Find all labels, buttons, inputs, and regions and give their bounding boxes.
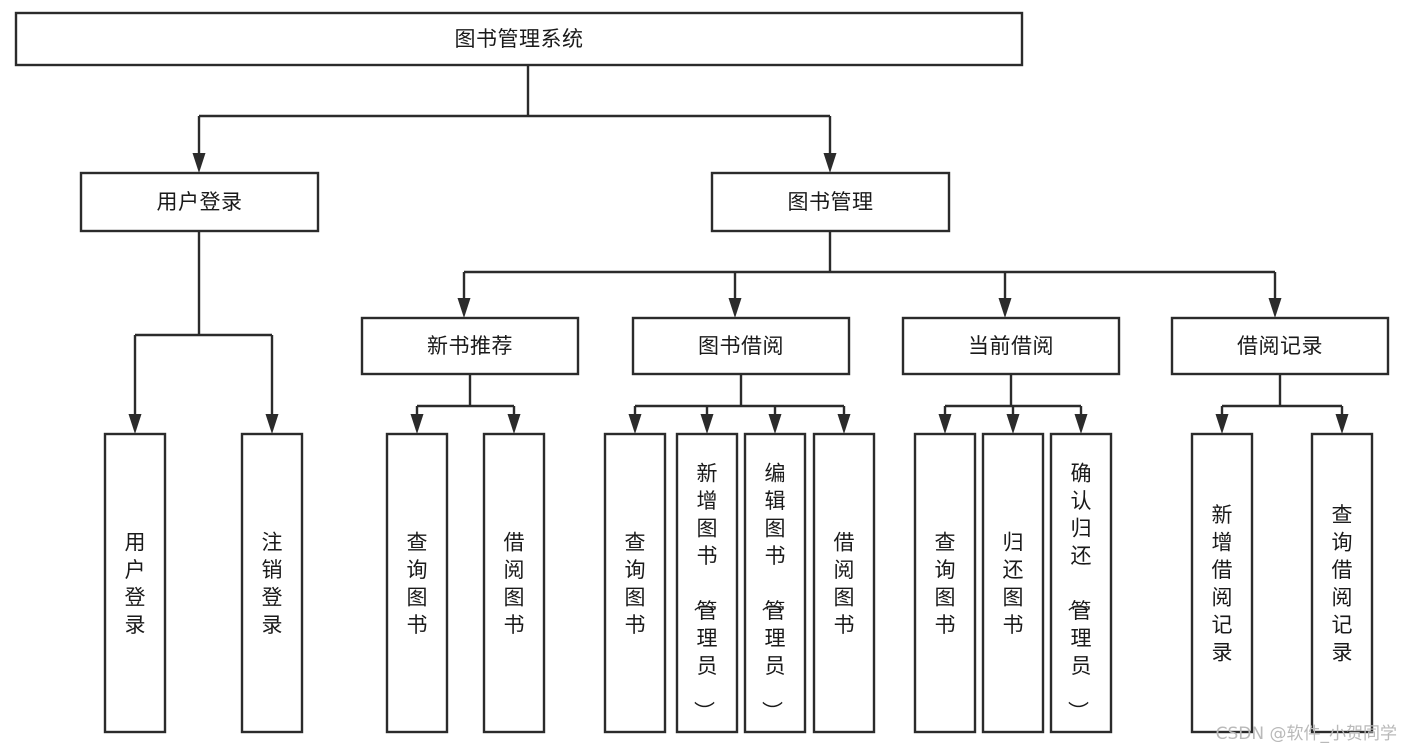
node-label-leaf-query-record: 查询借阅记录 [1332,503,1353,665]
connector-current-borrow [938,374,1088,434]
node-label-leaf-query-book-borrow: 查询图书 [625,530,646,637]
node-book-manage[interactable]: 图书管理 [710,171,951,233]
node-box-leaf-confirm-return[interactable] [1049,432,1113,734]
node-layer: 图书管理系统用户登录图书管理新书推荐图书借阅当前借阅借阅记录用户登录注销登录查询… [14,11,1390,734]
node-box-root[interactable] [14,11,1024,67]
node-box-book-manage[interactable] [710,171,951,233]
node-leaf-query-book-rec[interactable]: 查询图书 [385,432,449,734]
node-label-borrow-record: 借阅记录 [1237,334,1323,358]
connector-book-manage [457,231,1282,318]
node-box-leaf-user-login[interactable] [103,432,167,734]
node-leaf-confirm-return[interactable]: 确认归还（管理员） [1049,432,1113,734]
connector-user-login [128,231,279,434]
connector-borrow-record [1215,374,1349,434]
connector-book-borrow [628,374,851,434]
node-root[interactable]: 图书管理系统 [14,11,1024,67]
node-box-leaf-query-record[interactable] [1310,432,1374,734]
node-leaf-add-record[interactable]: 新增借阅记录 [1190,432,1254,734]
node-box-borrow-record[interactable] [1170,316,1390,376]
node-label-leaf-user-login: 用户登录 [125,530,146,637]
connector-root [192,65,837,173]
node-box-leaf-edit-book[interactable] [743,432,807,734]
node-leaf-logout[interactable]: 注销登录 [240,432,304,734]
node-box-leaf-query-book-borrow[interactable] [603,432,667,734]
node-leaf-borrow-book[interactable]: 借阅图书 [812,432,876,734]
node-label-leaf-borrow-book-rec: 借阅图书 [504,530,525,637]
node-label-book-borrow: 图书借阅 [698,334,784,358]
node-leaf-query-record[interactable]: 查询借阅记录 [1310,432,1374,734]
node-box-current-borrow[interactable] [901,316,1121,376]
node-borrow-record[interactable]: 借阅记录 [1170,316,1390,376]
node-box-leaf-return-book[interactable] [981,432,1045,734]
node-label-leaf-confirm-return: 确认归还（管理员） [1066,462,1092,722]
node-box-leaf-borrow-book-rec[interactable] [482,432,546,734]
node-box-user-login[interactable] [79,171,320,233]
node-label-leaf-query-book-rec: 查询图书 [407,530,428,637]
node-user-login[interactable]: 用户登录 [79,171,320,233]
node-label-root: 图书管理系统 [455,27,584,51]
node-leaf-query-book-cur[interactable]: 查询图书 [913,432,977,734]
node-label-new-book-rec: 新书推荐 [427,334,513,358]
node-book-borrow[interactable]: 图书借阅 [631,316,851,376]
node-leaf-add-book[interactable]: 新增图书（管理员） [675,432,739,734]
node-box-leaf-logout[interactable] [240,432,304,734]
node-leaf-edit-book[interactable]: 编辑图书（管理员） [743,432,807,734]
node-label-leaf-query-book-cur: 查询图书 [935,530,956,637]
node-leaf-borrow-book-rec[interactable]: 借阅图书 [482,432,546,734]
node-box-new-book-rec[interactable] [360,316,580,376]
node-box-leaf-add-record[interactable] [1190,432,1254,734]
connector-new-book-rec [410,374,521,434]
node-box-book-borrow[interactable] [631,316,851,376]
node-label-leaf-borrow-book: 借阅图书 [834,530,855,637]
node-box-leaf-query-book-rec[interactable] [385,432,449,734]
node-label-leaf-return-book: 归还图书 [1003,530,1024,637]
connector-layer [128,65,1349,434]
node-box-leaf-add-book[interactable] [675,432,739,734]
node-label-leaf-add-record: 新增借阅记录 [1212,503,1233,665]
node-leaf-query-book-borrow[interactable]: 查询图书 [603,432,667,734]
node-new-book-rec[interactable]: 新书推荐 [360,316,580,376]
node-label-current-borrow: 当前借阅 [968,334,1054,358]
node-box-leaf-query-book-cur[interactable] [913,432,977,734]
node-leaf-return-book[interactable]: 归还图书 [981,432,1045,734]
node-label-user-login: 用户登录 [157,190,243,214]
node-label-leaf-logout: 注销登录 [262,530,283,637]
node-label-leaf-edit-book: 编辑图书（管理员） [760,462,786,722]
node-current-borrow[interactable]: 当前借阅 [901,316,1121,376]
node-box-leaf-borrow-book[interactable] [812,432,876,734]
node-leaf-user-login[interactable]: 用户登录 [103,432,167,734]
node-label-book-manage: 图书管理 [788,190,874,214]
node-label-leaf-add-book: 新增图书（管理员） [692,462,718,722]
